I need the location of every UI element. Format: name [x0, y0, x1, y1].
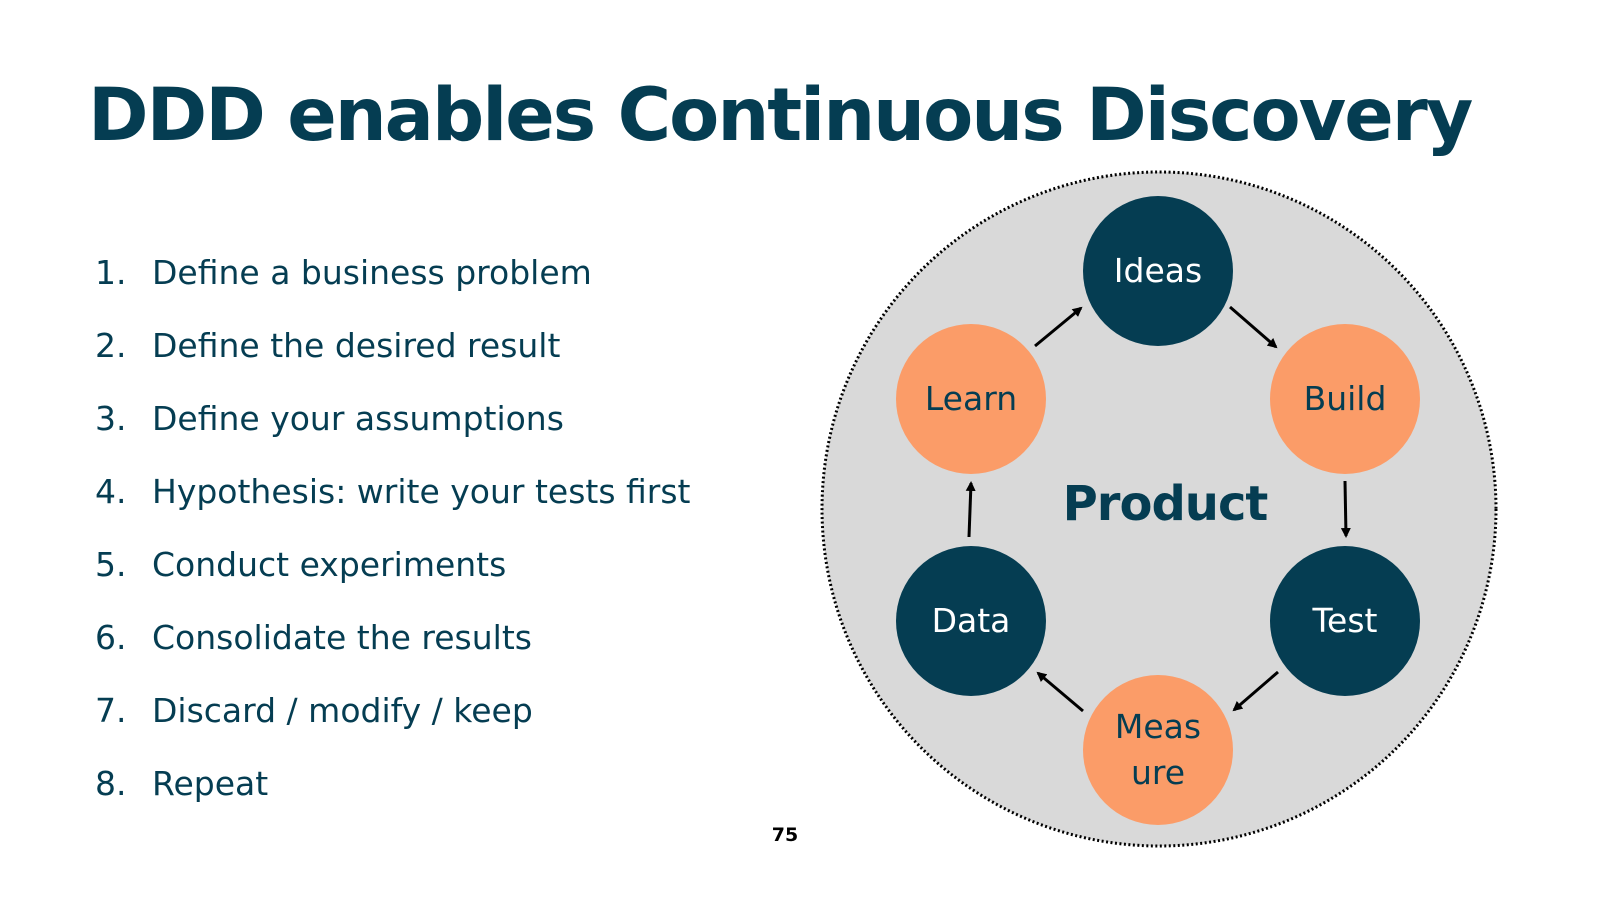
- arrow-data-to-learn: [965, 481, 976, 538]
- data-node-label: Data: [931, 600, 1011, 640]
- measure-node-label: Meas ure: [1114, 706, 1202, 792]
- ideas-node-label: Ideas: [1113, 250, 1203, 290]
- step-text: Discard / modify / keep: [152, 691, 533, 730]
- list-item: 5. Conduct experiments: [95, 528, 691, 601]
- list-item: 7. Discard / modify / keep: [95, 674, 691, 747]
- discovery-cycle-diagram: Product Ideas Build Test Meas ure Data L…: [820, 170, 1510, 860]
- data-node: Data: [896, 546, 1046, 696]
- step-number: 3.: [95, 399, 127, 438]
- step-number: 7.: [95, 691, 127, 730]
- step-number: 8.: [95, 764, 127, 803]
- list-item: 4. Hypothesis: write your tests first: [95, 455, 691, 528]
- step-text: Hypothesis: write your tests first: [152, 472, 691, 511]
- arrow-test-to-measure: [1232, 670, 1279, 712]
- step-text: Define a business problem: [152, 253, 592, 292]
- learn-node-label: Learn: [924, 378, 1018, 418]
- step-text: Consolidate the results: [152, 618, 532, 657]
- step-text: Define your assumptions: [152, 399, 564, 438]
- learn-node: Learn: [896, 324, 1046, 474]
- list-item: 1. Define a business problem: [95, 236, 691, 309]
- list-item: 3. Define your assumptions: [95, 382, 691, 455]
- test-node-label: Test: [1312, 600, 1378, 640]
- arrow-ideas-to-build: [1229, 305, 1278, 349]
- step-number: 2.: [95, 326, 127, 365]
- step-number: 6.: [95, 618, 127, 657]
- step-text: Define the desired result: [152, 326, 561, 365]
- slide-title: DDD enables Continuous Discovery: [88, 73, 1473, 158]
- steps-list: 1. Define a business problem 2. Define the…: [95, 236, 691, 820]
- step-number: 4.: [95, 472, 127, 511]
- step-number: 5.: [95, 545, 127, 584]
- list-item: 8. Repeat: [95, 747, 691, 820]
- step-number: 1.: [95, 253, 127, 292]
- arrow-build-to-test: [1340, 480, 1351, 538]
- build-node-label: Build: [1303, 378, 1387, 418]
- ideas-node: Ideas: [1083, 196, 1233, 346]
- arrow-measure-to-data: [1036, 671, 1084, 713]
- list-item: 2. Define the desired result: [95, 309, 691, 382]
- test-node: Test: [1270, 546, 1420, 696]
- list-item: 6. Consolidate the results: [95, 601, 691, 674]
- build-node: Build: [1270, 324, 1420, 474]
- step-text: Conduct experiments: [152, 545, 507, 584]
- measure-node: Meas ure: [1083, 675, 1233, 825]
- arrow-learn-to-ideas: [1034, 306, 1083, 348]
- product-label: Product: [1062, 476, 1269, 532]
- step-text: Repeat: [152, 764, 269, 803]
- page-number: 75: [771, 824, 799, 846]
